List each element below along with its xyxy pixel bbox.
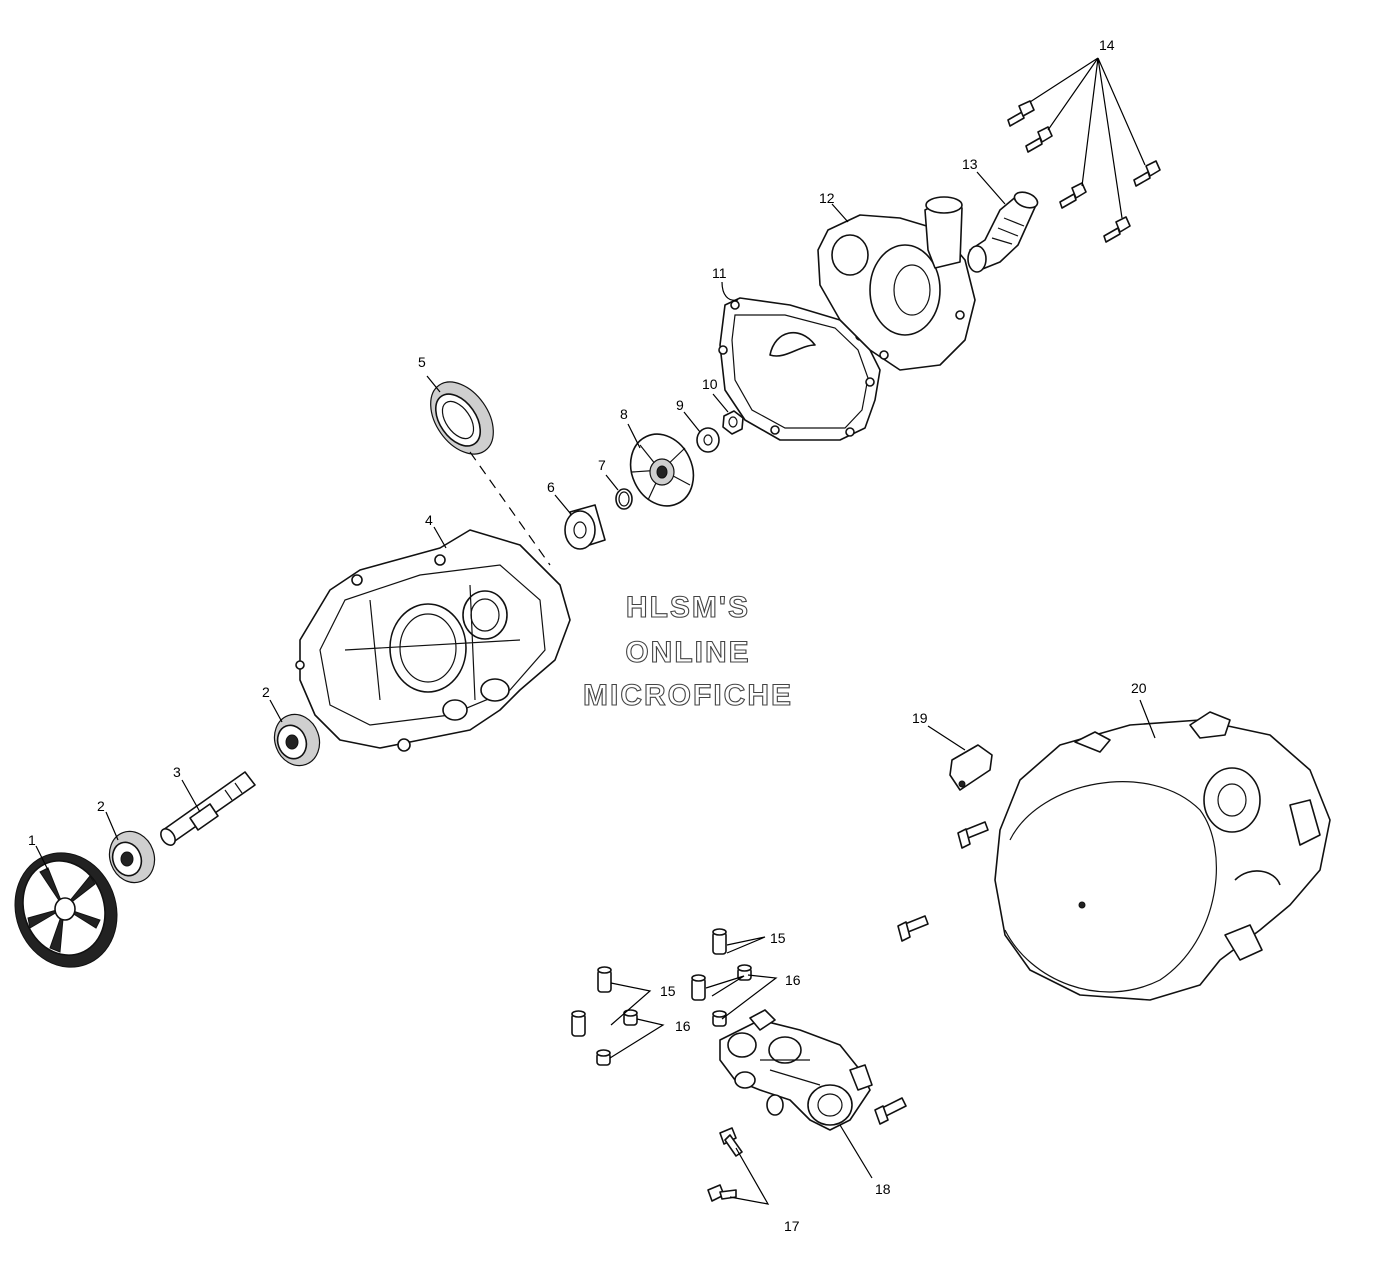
part-17-bolts: [707, 1127, 743, 1202]
callout-18: 18: [875, 1181, 891, 1197]
callout-10: 10: [702, 376, 718, 392]
callout-1: 1: [28, 832, 36, 848]
bolt-14c: [1059, 182, 1087, 209]
part-6-spacer: [564, 504, 606, 550]
callout-20: 20: [1131, 680, 1147, 696]
cover-bolt-upper: [957, 821, 989, 849]
part-4-pump-housing: [295, 529, 571, 752]
callout-12: 12: [819, 190, 835, 206]
callout-4: 4: [425, 512, 433, 528]
bolt-14d: [1103, 216, 1131, 243]
callout-7: 7: [598, 457, 606, 473]
part-1-drive-gear: [14, 852, 118, 968]
bolt-14e: [1133, 160, 1161, 187]
callout-3: 3: [173, 764, 181, 780]
callout-2-lower: 2: [97, 798, 105, 814]
callout-16-left: 16: [675, 1018, 691, 1034]
watermark-line-2: ONLINE: [625, 636, 750, 669]
part-19-clip: [949, 744, 993, 791]
callout-13: 13: [962, 156, 978, 172]
callout-15-left: 15: [660, 983, 676, 999]
part-14-bolts: [1007, 100, 1161, 243]
watermark-line-1: HLSM'S: [626, 591, 750, 624]
callout-16-right: 16: [785, 972, 801, 988]
callout-8: 8: [620, 406, 628, 422]
callout-numbers: 1 2 2 3 4 5 6 7 8 9 10 11 12 13 14 15 15…: [28, 37, 1147, 1234]
part-7-o-ring: [615, 488, 633, 510]
part-10-nut: [722, 410, 744, 435]
callout-19: 19: [912, 710, 928, 726]
part-20-housing-cover: [994, 711, 1331, 1001]
seal-to-housing-dashed-guide: [469, 451, 551, 566]
part-2-bearing-upper: [273, 713, 321, 767]
callout-11: 11: [712, 265, 727, 281]
part-5-oil-seal: [430, 381, 494, 455]
part-16-bushings: [596, 964, 752, 1066]
callout-14: 14: [1099, 37, 1115, 53]
bolt-14b: [1025, 126, 1053, 153]
part-12-pump-cover: [817, 196, 976, 371]
part-2-bearing-lower: [108, 830, 156, 884]
callout-17: 17: [784, 1218, 800, 1234]
leader-lines: [35, 57, 1156, 1205]
callout-5: 5: [418, 354, 426, 370]
part-15-bushings: [571, 928, 727, 1037]
part-3-pump-shaft: [160, 771, 256, 846]
bolt-14a: [1007, 100, 1035, 127]
part-18-water-manifold: [719, 1009, 873, 1131]
watermark-line-3: MICROFICHE: [583, 679, 793, 712]
callout-2-upper: 2: [262, 684, 270, 700]
part-13-hose-elbow: [967, 191, 1039, 273]
callout-15-right: 15: [770, 930, 786, 946]
callout-6: 6: [547, 479, 555, 495]
part-9-washer: [696, 427, 720, 453]
part-8-impeller: [629, 433, 695, 507]
callout-9: 9: [676, 397, 684, 413]
watermark: HLSM'S ONLINE MICROFICHE: [582, 590, 793, 712]
manifold-bolt: [874, 1097, 907, 1125]
part-11-gasket: [718, 297, 881, 441]
cover-bolt-lower: [897, 915, 929, 942]
